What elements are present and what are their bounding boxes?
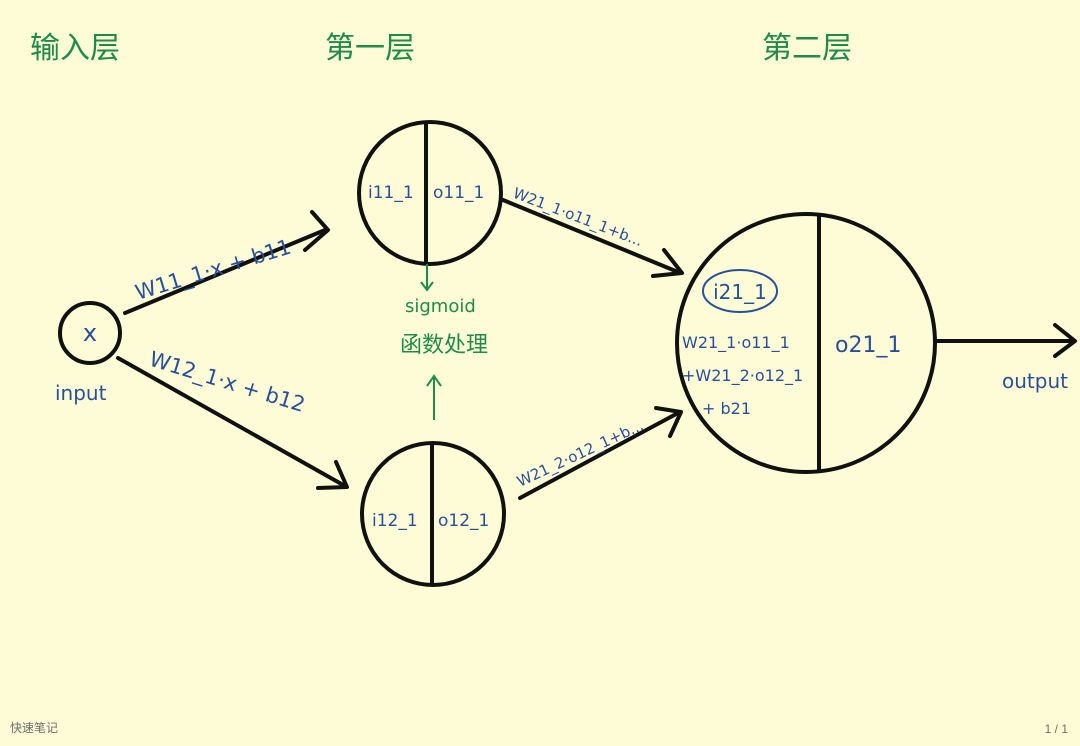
edge-label-w11: W11_1·x + b11	[132, 235, 294, 306]
node21-input-highlight	[702, 269, 778, 313]
sigmoid-up-arrow-head	[426, 374, 442, 387]
node21-output-label: o21_1	[835, 333, 901, 358]
node21-sum-line1: W21_1·o11_1	[682, 333, 790, 353]
sigmoid-down-arrow-head	[420, 281, 434, 292]
edge-node12-to-node21	[518, 411, 680, 500]
sigmoid-label: sigmoid	[405, 296, 476, 317]
edge-node11-to-node21	[501, 198, 680, 274]
arrowhead-output	[1053, 323, 1077, 358]
node21	[675, 212, 937, 474]
input-node-label: x	[83, 319, 97, 347]
edge-label-w12: W12_1·x + b12	[146, 347, 308, 418]
arrowhead-node21-bottom	[654, 406, 683, 438]
node11-output-label: o11_1	[433, 183, 484, 203]
node11-input-label: i11_1	[368, 183, 414, 203]
node12-output-label: o12_1	[438, 511, 489, 531]
node21-sum-line3: + b21	[702, 399, 751, 418]
arrowhead-node21-top	[651, 248, 684, 278]
page-indicator: 1 / 1	[1044, 722, 1068, 736]
edge-input-to-node11	[123, 228, 327, 315]
node12-input-label: i12_1	[372, 511, 418, 531]
edge-label-w21-1: W21_1·o11_1+b...	[510, 184, 645, 251]
node11	[357, 120, 503, 266]
edge-label-w21-2: W21_2·o12_1+b...	[514, 416, 647, 491]
node12	[360, 441, 506, 587]
arrowhead-node12	[316, 460, 349, 490]
app-name: 快速笔记	[10, 721, 59, 735]
layer2-title: 第二层	[762, 31, 852, 66]
input-layer-title: 输入层	[30, 31, 120, 66]
edge-input-to-node12	[116, 356, 347, 488]
node21-sum-line2: +W21_2·o12_1	[682, 366, 803, 386]
arrowhead-node11	[303, 210, 330, 252]
activation-label: 函数处理	[400, 333, 488, 358]
input-node	[58, 301, 122, 365]
layer1-title: 第一层	[325, 31, 415, 66]
input-label: input	[55, 381, 107, 405]
node21-input-label: i21_1	[713, 280, 767, 304]
output-label: output	[1002, 369, 1068, 393]
